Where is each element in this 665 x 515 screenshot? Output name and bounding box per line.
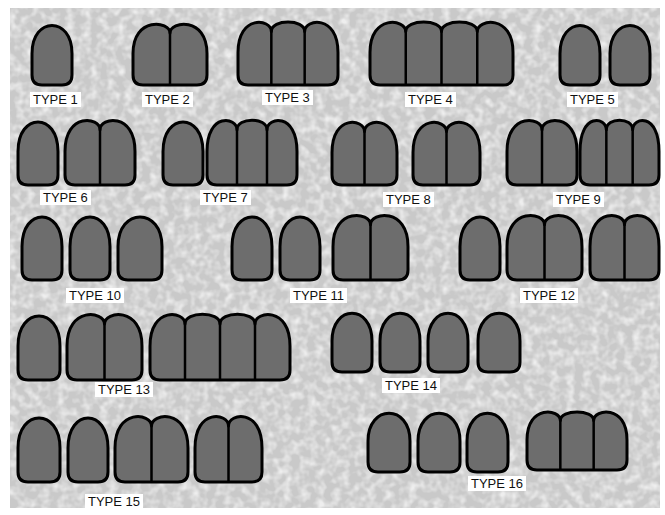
textured-ground xyxy=(10,8,660,508)
divider-line xyxy=(103,322,106,380)
seed-outline xyxy=(560,25,600,85)
seed-outline xyxy=(18,122,58,185)
type-label: TYPE 7 xyxy=(200,190,251,205)
type-label: TYPE 5 xyxy=(567,92,618,107)
seed-outline xyxy=(133,24,207,85)
seed-outline xyxy=(70,217,110,280)
divider-line xyxy=(270,29,273,85)
type-label: TYPE 6 xyxy=(40,190,91,205)
type-label: TYPE 15 xyxy=(85,494,143,509)
seed-outline xyxy=(590,216,659,280)
seed-outline xyxy=(163,122,203,185)
divider-line xyxy=(363,129,366,185)
type-label: TYPE 1 xyxy=(30,92,81,107)
type-label: TYPE 11 xyxy=(290,288,347,303)
divider-line xyxy=(543,223,546,280)
divider-line xyxy=(150,424,153,482)
seed-outline xyxy=(332,122,397,185)
divider-line xyxy=(592,419,595,471)
seed-outline xyxy=(118,217,162,280)
seed-outline xyxy=(232,217,272,280)
seed-outline xyxy=(207,120,297,185)
seed-outline xyxy=(380,313,420,372)
seed-outline xyxy=(460,217,500,280)
type-label: TYPE 16 xyxy=(468,476,526,491)
seed-outline xyxy=(610,25,650,85)
seed-outline xyxy=(150,314,290,380)
divider-line xyxy=(605,128,608,185)
type-label: TYPE 3 xyxy=(262,90,313,105)
seed-outline xyxy=(428,313,468,372)
seed-outline xyxy=(68,418,108,482)
type-label: TYPE 4 xyxy=(405,92,456,107)
divider-line xyxy=(623,223,626,280)
divider-line xyxy=(99,128,102,185)
texture-speckle xyxy=(10,8,660,508)
seed-outline xyxy=(332,313,372,372)
type-label: TYPE 9 xyxy=(553,192,604,207)
divider-line xyxy=(541,128,544,185)
seed-outline xyxy=(65,121,135,185)
type-label: TYPE 2 xyxy=(142,92,193,107)
divider-line xyxy=(559,419,562,471)
seed-outline xyxy=(507,121,577,185)
seed-outline xyxy=(18,316,60,380)
divider-line xyxy=(236,128,239,185)
type-label: TYPE 10 xyxy=(66,288,124,303)
divider-line xyxy=(169,31,172,85)
divider-line xyxy=(476,29,479,85)
seed-outline xyxy=(467,413,508,472)
seed-outline xyxy=(370,22,513,85)
seed-outline xyxy=(527,412,627,470)
divider-line xyxy=(219,322,222,380)
divider-line xyxy=(227,424,230,482)
seed-outline xyxy=(195,417,262,482)
seed-outline xyxy=(238,22,338,85)
divider-line xyxy=(184,322,187,380)
divider-line xyxy=(440,29,443,85)
seed-outline xyxy=(280,217,320,280)
type-label: TYPE 14 xyxy=(382,378,440,393)
divider-line xyxy=(266,128,269,185)
seed-outline xyxy=(368,413,410,472)
divider-line xyxy=(303,29,306,85)
seed-outline xyxy=(478,313,520,372)
divider-line xyxy=(445,129,448,185)
divider-line xyxy=(405,29,408,85)
divider-line xyxy=(369,223,372,280)
type-label: TYPE 13 xyxy=(95,382,153,397)
seed-outline xyxy=(580,120,659,185)
shape-group xyxy=(18,22,659,482)
type-label: TYPE 8 xyxy=(383,192,434,207)
seed-outline xyxy=(418,413,460,472)
seed-outline xyxy=(413,122,480,185)
seed-outline xyxy=(67,315,142,380)
divider-line xyxy=(254,322,257,380)
seed-outline xyxy=(507,216,582,280)
seed-outline xyxy=(333,216,408,280)
seed-outline xyxy=(18,418,60,482)
divider-line xyxy=(631,128,634,185)
seed-outline xyxy=(22,217,62,280)
seed-outline xyxy=(32,25,72,85)
type-label: TYPE 12 xyxy=(520,288,578,303)
seed-outline xyxy=(115,417,188,482)
